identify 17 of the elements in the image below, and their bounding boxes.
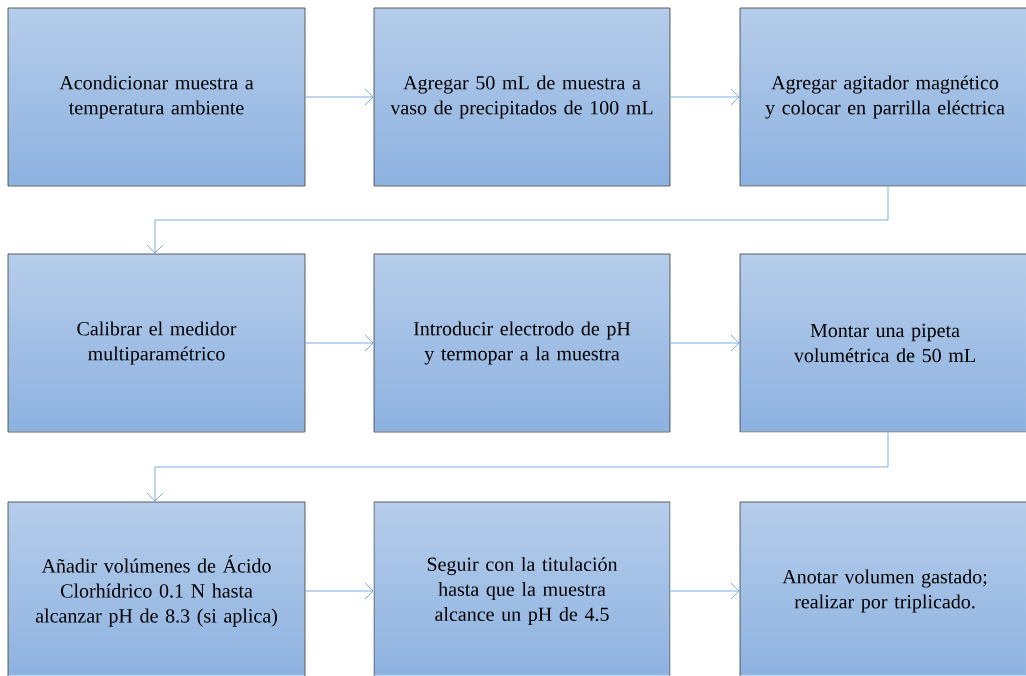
arrow (146, 186, 889, 254)
process-box: Anotar volumen gastado; realizar por triplicado. (739, 501, 1026, 676)
process-box: Calibrar el medidor multiparamétrico (7, 253, 306, 433)
process-box: Añadir volúmenes de Ácido Clorhídrico 0.1 N hasta alcanzar pH de 8.3 (si aplica) (7, 501, 306, 676)
arrow (305, 582, 374, 600)
arrow (146, 432, 889, 502)
process-box: Seguir con la titulación hasta que la muestra alcance un pH de 4.5 (373, 501, 671, 676)
arrow (670, 88, 740, 106)
arrow (305, 88, 374, 106)
process-box: Acondicionar muestra a temperatura ambiente (7, 7, 306, 187)
process-box: Montar una pipeta volumétrica de 50 mL (739, 253, 1026, 433)
process-box: Agregar 50 mL de muestra a vaso de precipitados de 100 mL (373, 7, 671, 187)
process-box: Agregar agitador magnético y colocar en parrilla eléctrica (739, 7, 1026, 187)
arrow (670, 582, 740, 600)
process-box: Introducir electrodo de pH y termopar a la muestra (373, 253, 671, 433)
arrow (305, 334, 374, 352)
arrow (670, 334, 740, 352)
